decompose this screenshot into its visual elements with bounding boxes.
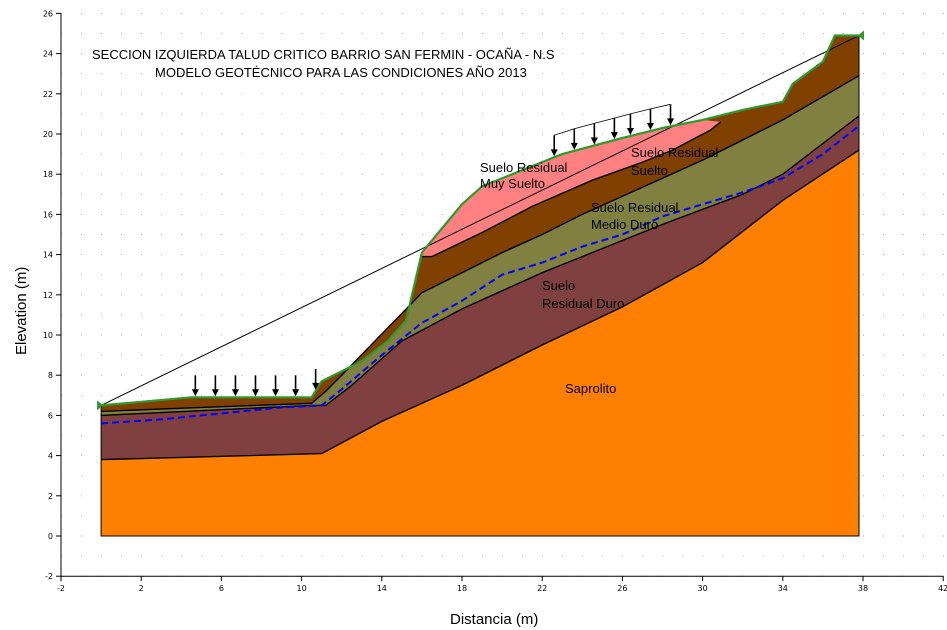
load-arrow-right-1-head xyxy=(570,142,578,150)
soil-layers xyxy=(101,35,860,536)
left-boundary-marker xyxy=(97,400,104,411)
layer-saprolito xyxy=(101,150,860,536)
material-label-medio-duro: Suelo Residual xyxy=(591,200,679,215)
load-arrow-right-3-head xyxy=(610,132,618,140)
load-arrow-right-4-head xyxy=(626,128,634,136)
x-axis-label: Distancia (m) xyxy=(450,611,538,628)
y-tick-label: 12 xyxy=(43,291,53,300)
x-tick-label: 42 xyxy=(938,584,947,593)
y-tick-label: 18 xyxy=(43,170,53,179)
y-tick-label: 26 xyxy=(43,9,53,18)
material-label-duro: Residual Duro xyxy=(542,296,624,311)
y-tick-label: 8 xyxy=(48,371,53,380)
water-table xyxy=(101,125,860,425)
boundary-medio-duro xyxy=(101,75,860,413)
x-tick-label: 38 xyxy=(858,584,868,593)
material-label-medio-duro: Medio Duro xyxy=(591,217,658,232)
layer-boundaries xyxy=(97,30,864,537)
right-boundary-marker xyxy=(857,30,864,41)
y-tick-label: 4 xyxy=(48,452,53,461)
x-tick-label: 14 xyxy=(377,584,387,593)
y-tick-label: 24 xyxy=(43,50,53,59)
load-arrow-left-6-head xyxy=(312,382,320,390)
material-label-suelto: Suelto xyxy=(631,163,668,178)
surface-loads xyxy=(191,103,675,397)
x-tick-label: 18 xyxy=(457,584,467,593)
layer-residual-muy-suelto xyxy=(421,119,721,257)
title-line-2: MODELO GEOTÉCNICO PARA LAS CONDICIONES A… xyxy=(155,65,527,80)
x-tick-label: 2 xyxy=(139,584,144,593)
material-label-muy-suelto: Muy Suelto xyxy=(480,176,545,191)
x-tick-label: 10 xyxy=(297,584,307,593)
x-tick-label: 22 xyxy=(537,584,547,593)
x-tick-label: -2 xyxy=(57,584,65,593)
load-arrow-left-2-head xyxy=(231,389,239,397)
load-arrow-right-2-head xyxy=(590,137,598,145)
boundary-saprolito xyxy=(101,149,860,461)
y-tick-label: 16 xyxy=(43,210,53,219)
material-label-suelto: Suelo Residual xyxy=(631,145,719,160)
y-tick-label: 0 xyxy=(48,532,53,541)
load-arrow-left-4-head xyxy=(272,389,280,397)
layer-residual-duro xyxy=(101,115,860,460)
y-tick-label: 2 xyxy=(48,492,53,501)
material-label-muy-suelto: Suelo Residual xyxy=(480,160,568,175)
x-tick-label: 6 xyxy=(219,584,224,593)
title-line-1: SECCION IZQUIERDA TALUD CRITICO BARRIO S… xyxy=(92,47,555,62)
load-arrow-left-1-head xyxy=(211,389,219,397)
boundary-suelto xyxy=(421,121,722,258)
y-tick-label: -2 xyxy=(45,572,53,581)
y-axis-label: Elevation (m) xyxy=(13,267,30,355)
load-arrow-right-6-head xyxy=(667,118,675,126)
x-tick-label: 26 xyxy=(617,584,627,593)
y-tick-label: 22 xyxy=(43,90,53,99)
x-tick-label: 34 xyxy=(778,584,788,593)
y-tick-label: 10 xyxy=(43,331,53,340)
y-tick-label: 6 xyxy=(48,411,53,420)
load-arrow-right-0-head xyxy=(550,149,558,157)
material-label-duro: Suelo xyxy=(542,278,575,293)
x-tick-label: 30 xyxy=(698,584,708,593)
y-tick-label: 20 xyxy=(43,130,53,139)
load-arrow-left-0-head xyxy=(191,389,199,397)
load-arrow-left-3-head xyxy=(251,389,259,397)
material-label-saprolito: Saprolito xyxy=(565,381,616,396)
load-arrow-left-5-head xyxy=(292,389,300,397)
ground-surface xyxy=(101,34,859,407)
boundary-duro xyxy=(101,115,860,417)
load-line-right xyxy=(554,103,671,136)
y-tick-label: 14 xyxy=(43,251,53,260)
load-arrow-right-5-head xyxy=(646,122,654,130)
